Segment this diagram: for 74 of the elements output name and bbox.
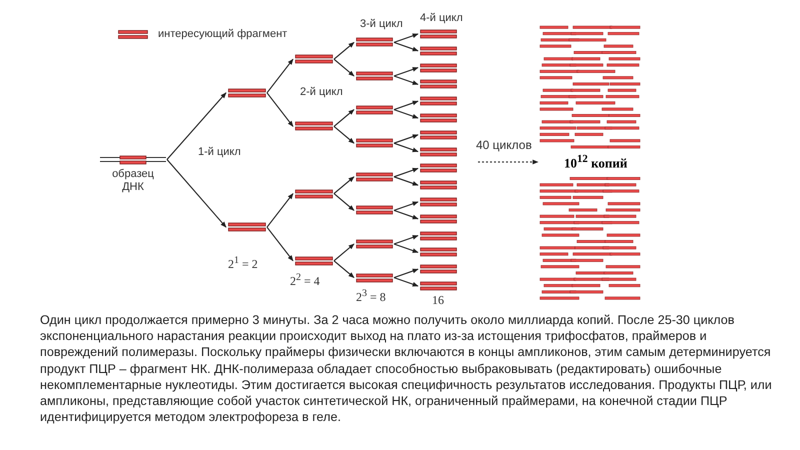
dna-fragment (420, 29, 457, 39)
dna-fragment (420, 46, 457, 56)
arrow (334, 244, 354, 262)
arrow (394, 235, 419, 245)
dna-fragment (420, 214, 457, 224)
arrow (394, 42, 419, 52)
arrow (166, 159, 226, 228)
dna-fragment (356, 172, 393, 182)
dna-fragment (356, 138, 393, 148)
arrow (394, 134, 419, 144)
dna-fragment (356, 37, 393, 48)
arrow (334, 193, 354, 211)
arrow (334, 58, 354, 76)
dna-fragment (295, 54, 333, 64)
dna-fragment (420, 264, 457, 274)
arrow (394, 168, 419, 178)
node-label: образец ДНК (111, 168, 155, 194)
arrow (334, 126, 354, 144)
dna-fragment (228, 222, 266, 232)
dna-fragment (420, 180, 457, 190)
dna-fragment (420, 247, 457, 258)
count-label: 2$^{1}$ = 2 (228, 255, 258, 272)
dna-fragment (356, 272, 393, 283)
dna-fragment (295, 121, 333, 132)
dna-fragment (356, 239, 393, 249)
arrow (334, 109, 354, 127)
dna-sample (100, 155, 166, 195)
arrow (266, 193, 294, 228)
arrow (334, 260, 354, 278)
cycle-label: 3-й цикл (360, 18, 403, 30)
dna-fragment (420, 113, 457, 123)
cycle-label: 1-й цикл (198, 146, 241, 158)
arrow (394, 201, 419, 211)
cycle-label: 4-й цикл (420, 12, 463, 24)
legend-label: интересующий фрагмент (158, 28, 288, 40)
arrow (478, 160, 539, 164)
arrow (394, 268, 419, 278)
dna-fragment (420, 146, 457, 157)
arrow (166, 92, 226, 160)
dna-fragment (295, 188, 333, 199)
arrow (394, 210, 419, 220)
arrow (394, 243, 419, 253)
count-label: 2$^{3}$ = 8 (356, 288, 386, 305)
arrow (394, 33, 419, 43)
arrow (394, 100, 419, 110)
dna-fragment (420, 62, 457, 73)
arrow (394, 67, 419, 77)
dna-fragment (295, 256, 333, 266)
dna-fragment (228, 88, 266, 98)
dna-fragment (420, 130, 457, 140)
arrow (266, 92, 294, 127)
dna-fragment (356, 104, 393, 115)
edge-label: 40 циклов (476, 138, 532, 152)
dna-fragment (356, 71, 393, 81)
dna-fragment (420, 197, 457, 207)
arrow (266, 58, 294, 94)
dna-fragment (420, 163, 457, 174)
description-text: Один цикл продолжается примерно 3 минуты. За 2 часа можно получить около миллиарда копий. После 25-30 циклов экспоненциального нарастания реакции происходит выход на плато из-за истощения трифосфатов, праймеров и повреждений полимеразы. Поскольку праймеры физически включаются в концы ампликонов, этим самым детерминируется продукт ПЦР – фрагмент НК. ДНК-полимераза обладает способностью выбраковывать (редактировать) ошибочные некомплементарные нуклеотиды. Этим достигается высокая специфичность результатов исследования. Продукты ПЦР, или ампликоны, представляющие собой участок синтетической НК, ограниченный праймерами, на конечной стадии ПЦР идентифицируется методом электрофореза в геле. (40, 312, 773, 426)
arrow (394, 142, 419, 152)
count-label: 2$^{2}$ = 4 (290, 272, 320, 289)
dna-fragment (356, 205, 393, 216)
arrow (394, 277, 419, 287)
cycle-label: 2-й цикл (300, 86, 343, 98)
dna-fragment (420, 79, 457, 90)
arrow (394, 109, 419, 119)
arrow (266, 226, 294, 262)
arrow (394, 176, 419, 186)
count-label: 16 (432, 293, 444, 308)
arrow (334, 42, 354, 60)
arrow (334, 176, 354, 194)
arrow (394, 75, 419, 85)
dna-fragment (420, 96, 457, 106)
dna-fragment (420, 230, 457, 241)
dna-fragment (420, 281, 457, 291)
